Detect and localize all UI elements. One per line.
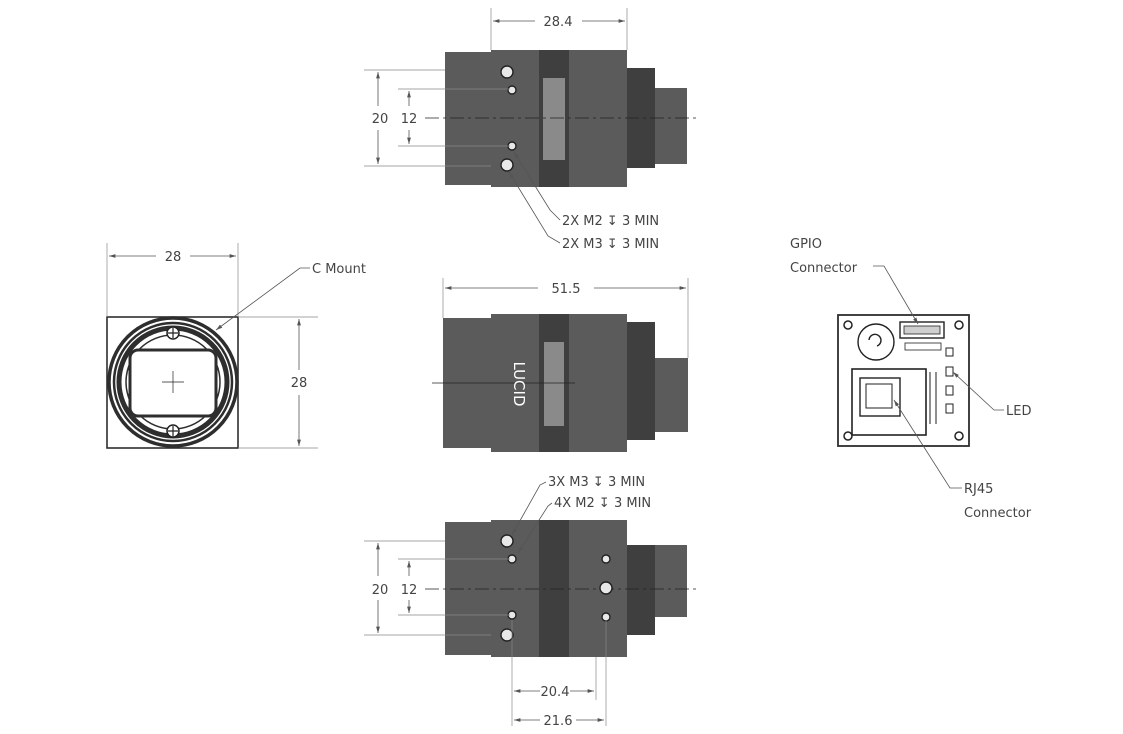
top-view-rj45-jack [655,88,687,164]
top-view-lens-block [445,52,491,185]
side-view-rj45-jack [655,358,688,432]
bottom-view-rj45-jack [655,545,687,617]
top-view: 28.4 20 12 2X M2 ↧ 3 MIN 2X M3 ↧ 3 MIN [364,8,700,252]
gpio-callout-line1: GPIO [790,237,822,252]
bottom-view-connector-housing [627,545,655,635]
rj45-callout-line2: Connector [964,506,1032,521]
status-led [945,366,954,377]
side-view-rear-plate [595,314,627,452]
top-view-mid-plate [569,50,595,187]
bottom-view-mid-plate [569,520,595,657]
bottom-outer-height-dimension: 20 [372,583,389,598]
top-inner-height-dimension: 12 [401,112,418,127]
front-height-dimension: 28 [291,376,308,391]
bottom-width-a-dimension: 20.4 [541,685,570,700]
bottom-m2-callout: 4X M2 ↧ 3 MIN [554,496,651,511]
bottom-m3-callout: 3X M3 ↧ 3 MIN [548,475,645,490]
bottom-view-front-plate [491,520,539,657]
front-view: 28 28 C Mount [106,243,366,449]
side-length-dimension: 51.5 [552,282,581,297]
bottom-m2-hole-3 [601,554,611,564]
top-m2-callout: 2X M2 ↧ 3 MIN [562,214,659,229]
bottom-view: 20 12 20.4 21.6 3X M3 ↧ 3 MIN 4X M2 ↧ 3 … [364,475,700,729]
bottom-m2-hole-4 [601,612,611,622]
rj45-callout-line1: RJ45 [964,482,993,497]
lucid-logo: LUCID [510,361,528,406]
bottom-m3-hole-3 [599,581,613,595]
top-m3-hole-2 [500,158,514,172]
top-outer-height-dimension: 20 [372,112,389,127]
side-view-connector-housing [627,322,655,440]
led-callout: LED [1006,404,1031,419]
top-width-dimension: 28.4 [544,15,573,30]
side-view: LUCID 51.5 [432,278,689,452]
rear-view: GPIO Connector LED RJ45 Connector [790,237,1032,521]
top-view-front-plate [491,50,539,187]
bottom-m3-hole-1 [500,534,514,548]
bottom-m3-hole-2 [500,628,514,642]
front-width-dimension: 28 [165,250,182,265]
top-m3-hole-1 [500,65,514,79]
gpio-callout-line2: Connector [790,261,858,276]
bottom-view-lens-block [445,522,491,655]
top-view-rear-plate [595,50,627,187]
bottom-view-sensor-plate [539,520,569,657]
ce-mark [857,323,895,361]
side-view-sensor-window [544,342,564,426]
top-m3-callout: 2X M3 ↧ 3 MIN [562,237,659,252]
bottom-width-b-dimension: 21.6 [544,714,573,729]
bottom-inner-height-dimension: 12 [401,583,418,598]
c-mount-callout: C Mount [312,262,366,277]
top-view-sensor-window [543,78,565,160]
top-m2-hole-1 [507,85,517,95]
